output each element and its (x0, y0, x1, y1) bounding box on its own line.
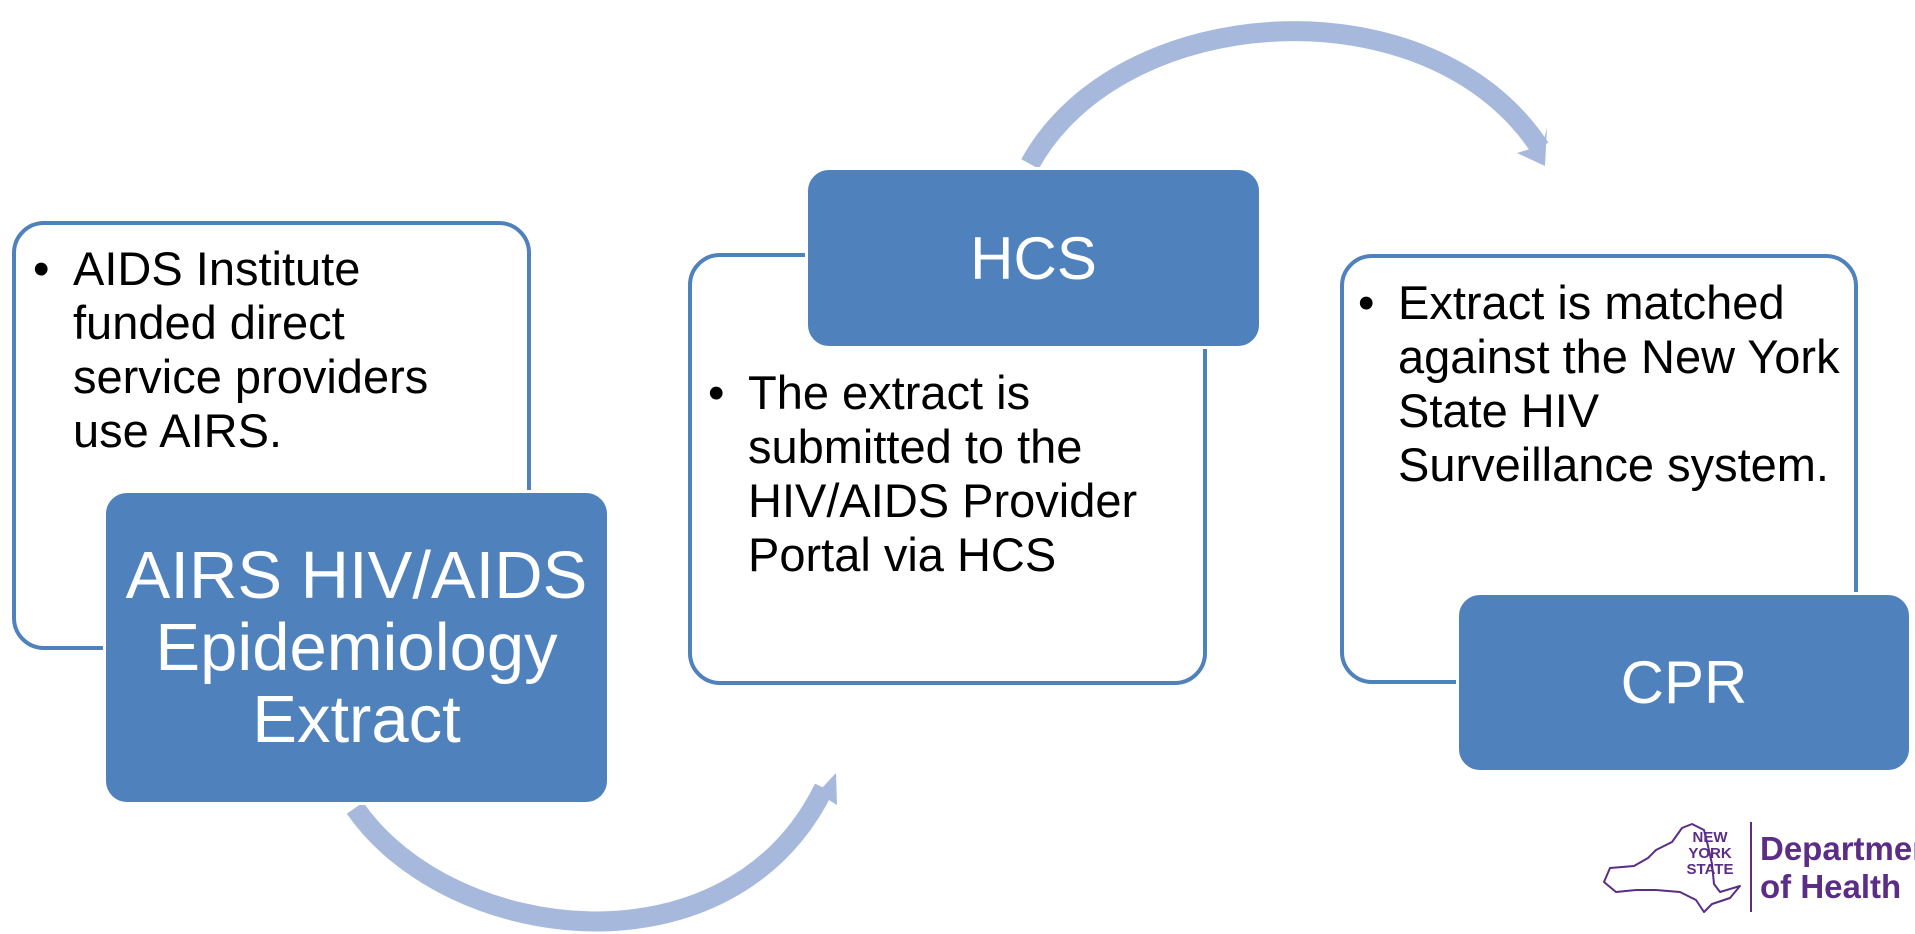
arrow-top-head (1517, 127, 1547, 166)
nys-doh-logo: NEW YORK STATE Department of Health (1596, 818, 1915, 934)
logo-department-name: Department of Health (1760, 830, 1915, 906)
logo-state-line3: STATE (1686, 861, 1734, 878)
logo-state-line2: YORK (1688, 845, 1732, 862)
step2-bullet-list: The extract is submitted to the HIV/AIDS… (708, 366, 1198, 582)
arrow-bottom-curve (346, 783, 833, 932)
step2-bullet: The extract is submitted to the HIV/AIDS… (708, 366, 1198, 582)
logo-divider (1750, 822, 1752, 912)
step2-title: HCS (970, 224, 1097, 292)
arrow-bottom-head (806, 773, 837, 805)
arrow-top-curve (1021, 21, 1549, 169)
step1-title-box: AIRS HIV/AIDS Epidemiology Extract (103, 490, 610, 805)
step1-bullet: AIDS Institute funded direct service pro… (33, 242, 503, 458)
step1-bullet-list: AIDS Institute funded direct service pro… (33, 242, 503, 458)
step3-bullet-list: Extract is matched against the New York … (1358, 276, 1848, 492)
step2-title-box: HCS (805, 167, 1262, 349)
logo-dept-line1: Department (1760, 830, 1915, 867)
logo-state-name: NEW YORK STATE (1681, 830, 1739, 878)
logo-dept-line2: of Health (1760, 868, 1902, 905)
new-york-state-map-icon (1603, 823, 1741, 913)
step1-title: AIRS HIV/AIDS Epidemiology Extract (125, 537, 588, 757)
step3-title-box: CPR (1456, 592, 1912, 773)
logo-state-line1: NEW (1692, 829, 1728, 846)
step3-bullet: Extract is matched against the New York … (1358, 276, 1848, 492)
step3-title: CPR (1620, 649, 1748, 716)
